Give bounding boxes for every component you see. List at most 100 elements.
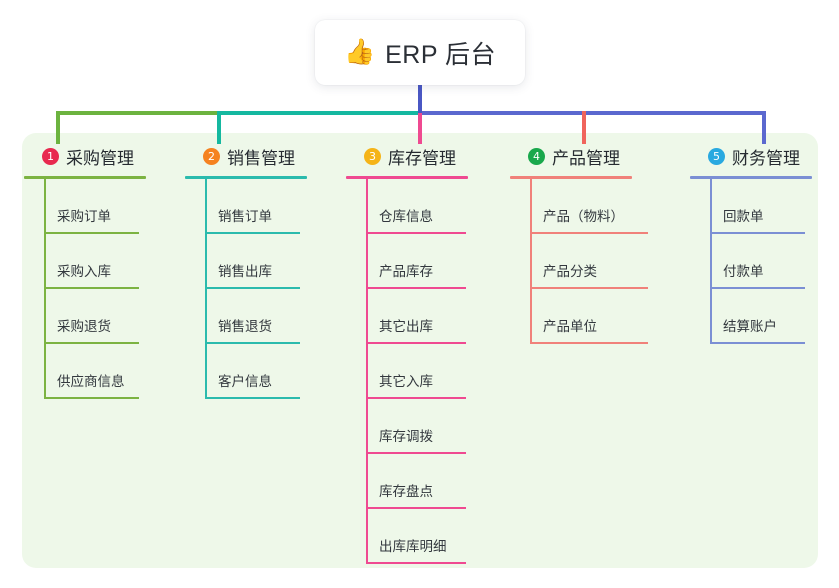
list-item-rule	[44, 397, 139, 399]
col-finance: 5 财务管理回款单付款单结算账户	[690, 144, 812, 344]
col-product-rail	[530, 179, 532, 344]
list-item[interactable]: 销售出库	[185, 234, 307, 289]
list-item[interactable]: 产品库存	[346, 234, 468, 289]
list-item-rule	[530, 232, 648, 234]
list-item-label: 产品库存	[379, 264, 433, 279]
list-item-rule	[710, 232, 805, 234]
stub-col-4	[582, 111, 586, 144]
list-item[interactable]: 结算账户	[690, 289, 812, 344]
list-item[interactable]: 付款单	[690, 234, 812, 289]
number-badge-4: 4	[528, 147, 545, 165]
list-item-label: 仓库信息	[379, 209, 433, 224]
teal-segment	[217, 111, 418, 115]
stub-col-2	[217, 111, 221, 144]
list-item-rule	[366, 507, 466, 509]
list-item-rule	[44, 232, 139, 234]
list-item-rule	[366, 562, 466, 564]
list-item-label: 出库库明细	[379, 539, 447, 554]
stub-col-1	[56, 111, 60, 144]
number-badge-3: 3	[364, 147, 381, 165]
col-product-header-rule	[510, 176, 632, 179]
list-item-rule	[530, 342, 648, 344]
col-inventory-header-rule	[346, 176, 468, 179]
list-item[interactable]: 出库库明细	[346, 509, 468, 564]
list-item[interactable]: 销售订单	[185, 179, 307, 234]
list-item-rule	[205, 232, 300, 234]
list-item-rule	[530, 287, 648, 289]
list-item-rule	[366, 287, 466, 289]
list-item-label: 其它出库	[379, 319, 433, 334]
list-item[interactable]: 产品分类	[510, 234, 648, 289]
green-segment	[56, 111, 217, 115]
list-item-label: 供应商信息	[57, 374, 125, 389]
list-item[interactable]: 仓库信息	[346, 179, 468, 234]
col-sales-rail	[205, 179, 207, 399]
list-item[interactable]: 其它出库	[346, 289, 468, 344]
list-item-label: 库存调拨	[379, 429, 433, 444]
list-item-rule	[366, 397, 466, 399]
list-item[interactable]: 其它入库	[346, 344, 468, 399]
number-badge-2: 2	[203, 147, 220, 165]
diagram-panel-background	[22, 133, 818, 568]
col-inventory-rail	[366, 179, 368, 564]
list-item-rule	[44, 287, 139, 289]
list-item-rule	[366, 342, 466, 344]
col-inventory-title: 库存管理	[388, 148, 456, 168]
thumbs-up-icon: 👍	[343, 38, 376, 66]
list-item-label: 销售订单	[218, 209, 272, 224]
list-item[interactable]: 库存调拨	[346, 399, 468, 454]
col-sales-items: 销售订单销售出库销售退货客户信息	[185, 179, 307, 399]
list-item[interactable]: 销售退货	[185, 289, 307, 344]
list-item[interactable]: 产品（物料）	[510, 179, 648, 234]
list-item-rule	[205, 397, 300, 399]
col-sales-title: 销售管理	[227, 148, 295, 168]
stub-col-5	[762, 111, 766, 144]
col-finance-items: 回款单付款单结算账户	[690, 179, 812, 344]
list-item-rule	[44, 342, 139, 344]
list-item[interactable]: 采购订单	[24, 179, 146, 234]
col-sales: 2 销售管理销售订单销售出库销售退货客户信息	[185, 144, 307, 399]
col-finance-header-rule	[690, 176, 812, 179]
col-finance-header[interactable]: 5 财务管理	[690, 144, 812, 168]
list-item-label: 采购入库	[57, 264, 111, 279]
list-item-label: 产品单位	[543, 319, 597, 334]
list-item-label: 其它入库	[379, 374, 433, 389]
list-item-label: 采购退货	[57, 319, 111, 334]
list-item[interactable]: 采购入库	[24, 234, 146, 289]
number-badge-5: 5	[708, 147, 725, 165]
col-purchase-items: 采购订单采购入库采购退货供应商信息	[24, 179, 146, 399]
list-item-rule	[710, 287, 805, 289]
list-item-label: 产品（物料）	[543, 209, 624, 224]
col-purchase-rail	[44, 179, 46, 399]
list-item[interactable]: 客户信息	[185, 344, 307, 399]
col-finance-title: 财务管理	[732, 148, 800, 168]
list-item-label: 付款单	[723, 264, 764, 279]
list-item-label: 销售退货	[218, 319, 272, 334]
col-sales-header-rule	[185, 176, 307, 179]
col-sales-header[interactable]: 2 销售管理	[185, 144, 307, 168]
list-item[interactable]: 采购退货	[24, 289, 146, 344]
list-item[interactable]: 库存盘点	[346, 454, 468, 509]
list-item[interactable]: 回款单	[690, 179, 812, 234]
list-item-label: 库存盘点	[379, 484, 433, 499]
list-item-rule	[710, 342, 805, 344]
col-purchase-header[interactable]: 1 采购管理	[24, 144, 146, 168]
root-trunk-line	[418, 85, 422, 113]
list-item-label: 回款单	[723, 209, 764, 224]
col-product-items: 产品（物料） 产品分类产品单位	[510, 179, 648, 344]
col-purchase-title: 采购管理	[66, 148, 134, 168]
number-badge-1: 1	[42, 147, 59, 165]
col-finance-rail	[710, 179, 712, 344]
col-inventory-header[interactable]: 3 库存管理	[346, 144, 468, 168]
list-item-rule	[205, 287, 300, 289]
root-title-card: 👍 ERP 后台	[315, 20, 525, 85]
list-item[interactable]: 产品单位	[510, 289, 648, 344]
list-item-rule	[366, 232, 466, 234]
list-item-rule	[205, 342, 300, 344]
col-inventory: 3 库存管理仓库信息产品库存其它出库其它入库库存调拨库存盘点出库库明细	[346, 144, 468, 564]
list-item[interactable]: 供应商信息	[24, 344, 146, 399]
blue-segment	[418, 111, 766, 115]
list-item-label: 产品分类	[543, 264, 597, 279]
